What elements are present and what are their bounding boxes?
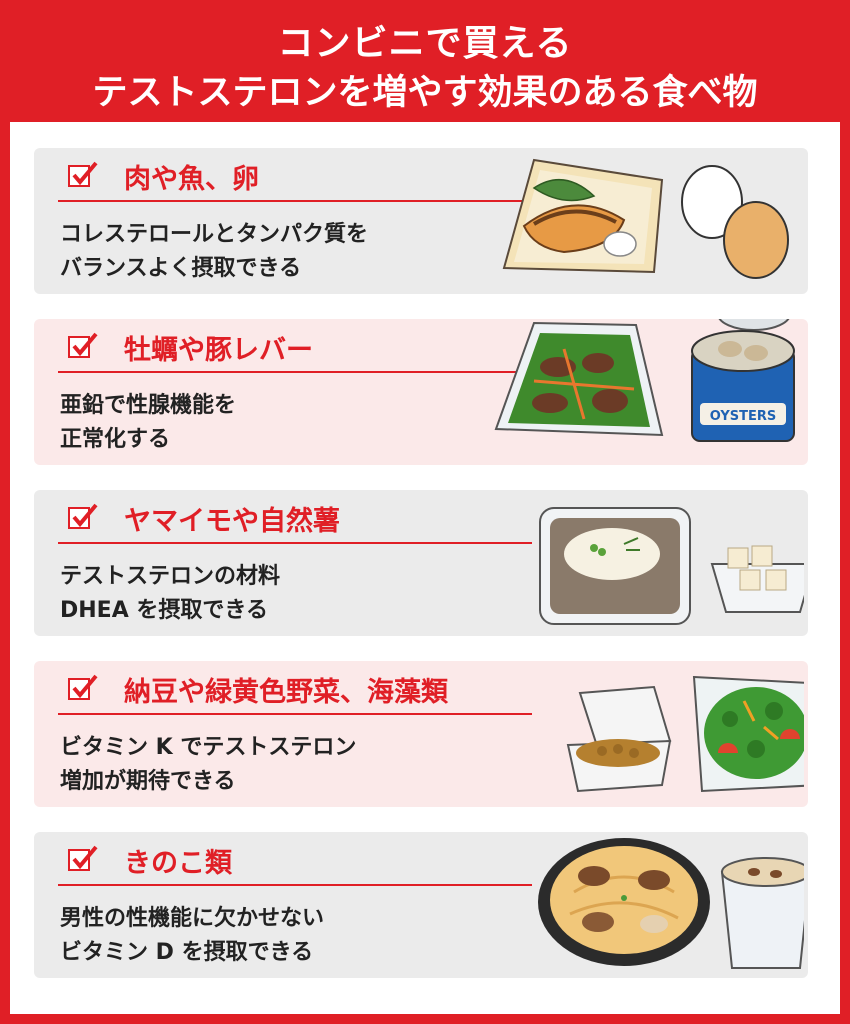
liver-stirfry-icon (494, 321, 664, 437)
yam-cubes-icon (710, 545, 804, 613)
card-title: 肉や魚、卵 (124, 164, 259, 195)
checkbox-icon (68, 161, 98, 187)
card-title: きのこ類 (124, 848, 232, 879)
food-card-yam: ヤマイモや自然薯 テストステロンの材料 DHEA を摂取できる (34, 490, 808, 636)
header-banner: コンビニで買える テストステロンを増やす効果のある食べ物 (0, 0, 850, 122)
card-divider (58, 200, 532, 202)
mushroom-soup-cup-icon (720, 857, 804, 969)
tororo-soba-icon (539, 507, 691, 625)
oyster-can-label: OYSTERS (710, 409, 777, 424)
card-title: 納豆や緑黄色野菜、海藻類 (124, 677, 448, 708)
card-divider (58, 542, 532, 544)
page-title-line-1: コンビニで買える (277, 23, 573, 64)
card-title: 牡蠣や豚レバー (124, 335, 313, 366)
card-description: コレステロールとタンパク質を バランスよく摂取できる (60, 222, 369, 281)
food-card-meat-fish-egg: 肉や魚、卵 コレステロールとタンパク質を バランスよく摂取できる (34, 148, 808, 294)
eggs-icon (681, 165, 789, 279)
card-description: テストステロンの材料 DHEA を摂取できる (60, 564, 281, 623)
card-title: ヤマイモや自然薯 (124, 506, 340, 537)
checkbox-icon (68, 332, 98, 358)
card-description: 男性の性機能に欠かせない ビタミン D を摂取できる (60, 906, 325, 965)
food-card-natto-vegetables: 納豆や緑黄色野菜、海藻類 ビタミン K でテストステロン 増加が期待できる (34, 661, 808, 807)
natto-pack-icon (566, 685, 672, 793)
checkbox-icon (68, 674, 98, 700)
card-divider (58, 371, 532, 373)
card-divider (58, 884, 532, 886)
grilled-fish-bento-icon (502, 158, 664, 274)
card-divider (58, 713, 532, 715)
salad-bowl-icon (692, 675, 804, 793)
page-title-line-2: テストステロンを増やす効果のある食べ物 (92, 73, 758, 113)
food-card-mushrooms: きのこ類 男性の性機能に欠かせない ビタミン D を摂取できる (34, 832, 808, 978)
oyster-can-icon: OYSTERS (691, 319, 795, 442)
card-description: 亜鉛で性腺機能を 正常化する (60, 393, 237, 452)
card-description: ビタミン K でテストステロン 増加が期待できる (60, 735, 357, 794)
mushroom-pasta-icon (538, 838, 710, 966)
checkbox-icon (68, 845, 98, 871)
checkbox-icon (68, 503, 98, 529)
food-card-oyster-liver: 牡蠣や豚レバー 亜鉛で性腺機能を 正常化する OYSTERS (34, 319, 808, 465)
